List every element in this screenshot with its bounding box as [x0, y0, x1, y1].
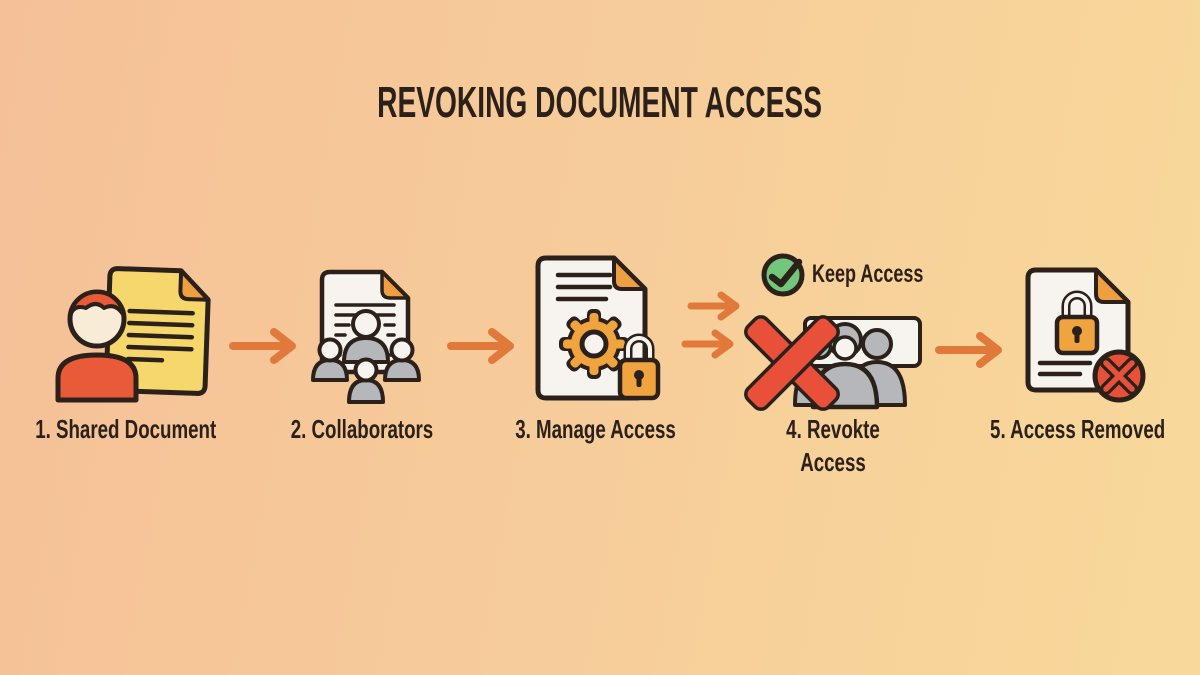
step-label: 2. Collaborators [290, 414, 434, 444]
step-label: 1. Shared Document [35, 414, 217, 444]
step-label: 3. Manage Access [515, 414, 677, 444]
revoked-group-icon [744, 315, 922, 411]
document-collaborators-icon [311, 269, 421, 404]
gear-icon [559, 309, 629, 379]
arrow-right-icon [447, 328, 514, 364]
red-x-icon [744, 315, 840, 411]
document-locked-denied-icon [1025, 267, 1146, 403]
step-label: 5. Access Removed [990, 414, 1166, 444]
person-document-icon [55, 266, 211, 403]
document-gear-lock-icon [535, 255, 661, 401]
page-title: REVOKING DOCUMENT ACCESS [377, 78, 823, 127]
lock-icon [617, 333, 661, 401]
x-circle-icon [1092, 349, 1146, 403]
check-circle-icon [761, 253, 805, 297]
arrow-right-icon [681, 329, 734, 359]
arrow-right-icon [229, 328, 296, 364]
step-label: 4. Revokte Access [786, 414, 880, 477]
arrow-right-icon [687, 291, 740, 321]
arrow-right-icon [935, 332, 1002, 368]
lock-icon [1054, 290, 1100, 356]
keep-access-label: Keep Access [812, 260, 924, 288]
